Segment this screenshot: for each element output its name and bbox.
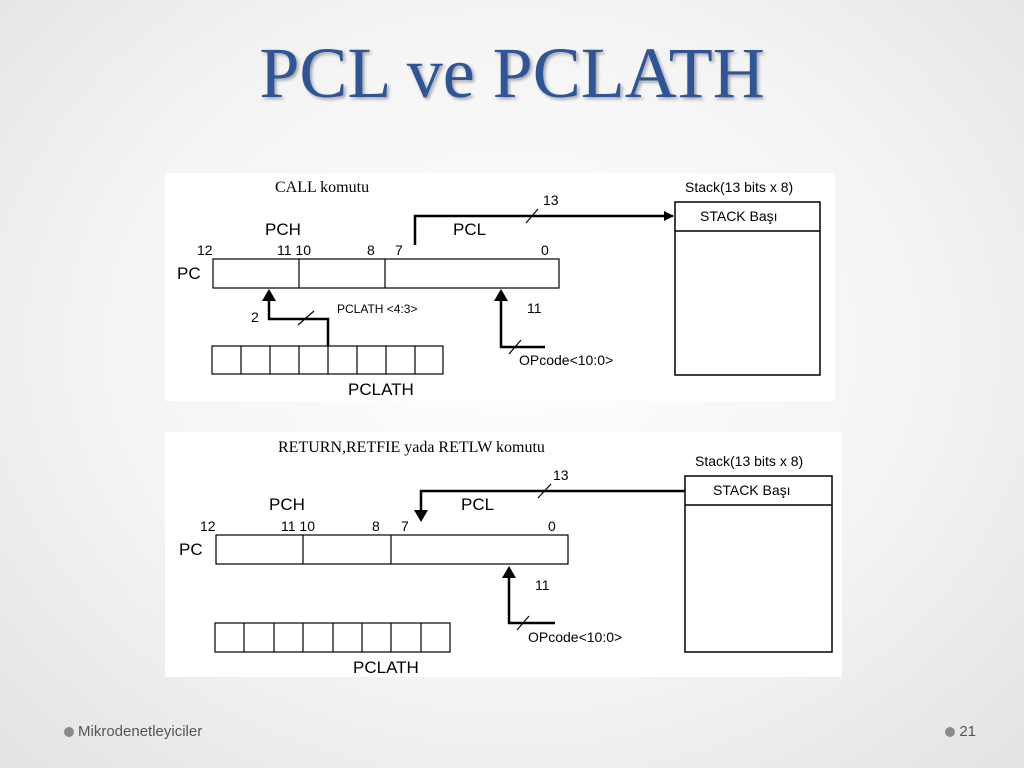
bit-11-10-label: 11 10 bbox=[281, 518, 315, 534]
bit-8-label: 8 bbox=[372, 518, 380, 534]
bus-width-2: 2 bbox=[251, 309, 259, 325]
bus-slash-13 bbox=[537, 483, 552, 499]
bit-0-label: 0 bbox=[548, 518, 556, 534]
bus-slash-11 bbox=[516, 615, 530, 631]
stack-to-pcl-arrow bbox=[419, 489, 685, 512]
stack-top-label: STACK Başı bbox=[700, 208, 778, 224]
stack-box bbox=[684, 475, 833, 653]
bullet-dot-icon bbox=[945, 726, 956, 737]
bit-8-label: 8 bbox=[367, 242, 375, 258]
pc-register bbox=[215, 534, 569, 565]
opcode-to-pcl-arrow bbox=[507, 576, 555, 625]
stack-box bbox=[674, 201, 821, 376]
stack-size-label: Stack(13 bits x 8) bbox=[695, 453, 803, 469]
pclath-to-pch-arrow bbox=[267, 299, 330, 346]
bus-slash-13 bbox=[525, 208, 539, 224]
pcl-label: PCL bbox=[453, 220, 486, 239]
bit-0-label: 0 bbox=[541, 242, 549, 258]
stack-to-pcl-arrowhead bbox=[414, 510, 428, 522]
pch-label: PCH bbox=[265, 220, 301, 239]
opcode-label: OPcode<10:0> bbox=[519, 352, 613, 368]
opcode-to-pcl-arrow bbox=[499, 299, 545, 349]
pclath-label: PCLATH bbox=[348, 380, 414, 399]
pc-label: PC bbox=[179, 540, 203, 559]
call-diagram: CALL komutu Stack(13 bits x 8) STACK Baş… bbox=[165, 173, 835, 401]
opcode-to-pcl-arrowhead bbox=[502, 566, 516, 578]
bit-7-label: 7 bbox=[395, 242, 403, 258]
bus-width-13: 13 bbox=[543, 192, 559, 208]
pcl-to-stack-arrow bbox=[413, 211, 674, 245]
bit-7-label: 7 bbox=[401, 518, 409, 534]
pcl-label: PCL bbox=[461, 495, 494, 514]
pclath-bits-label: PCLATH <4:3> bbox=[337, 302, 417, 316]
opcode-label: OPcode<10:0> bbox=[528, 629, 622, 645]
bit-12-label: 12 bbox=[200, 518, 216, 534]
bus-width-13: 13 bbox=[553, 467, 569, 483]
pclath-register bbox=[211, 345, 444, 375]
call-heading: CALL komutu bbox=[275, 179, 369, 196]
return-heading: RETURN,RETFIE yada RETLW komutu bbox=[278, 439, 545, 456]
pc-register bbox=[212, 258, 560, 289]
bus-width-11: 11 bbox=[527, 300, 542, 316]
footer-course: Mikrodenetleyiciler bbox=[64, 723, 202, 740]
bus-width-11: 11 bbox=[535, 577, 550, 593]
stack-size-label: Stack(13 bits x 8) bbox=[685, 179, 793, 195]
bus-slash-2 bbox=[297, 310, 315, 326]
pclath-label: PCLATH bbox=[353, 658, 419, 677]
pch-label: PCH bbox=[269, 495, 305, 514]
return-diagram: RETURN,RETFIE yada RETLW komutu Stack(13… bbox=[165, 432, 842, 677]
pclath-to-pch-arrowhead bbox=[262, 289, 276, 301]
bus-slash-11 bbox=[508, 339, 522, 355]
page-number: 21 bbox=[959, 723, 976, 740]
pc-label: PC bbox=[177, 264, 201, 283]
footer-course-label: Mikrodenetleyiciler bbox=[78, 723, 203, 740]
slide-title: PCL ve PCLATH bbox=[259, 33, 765, 113]
pclath-register bbox=[214, 622, 451, 653]
footer-page: 21 bbox=[945, 723, 976, 740]
bit-12-label: 12 bbox=[197, 242, 213, 258]
opcode-to-pcl-arrowhead bbox=[494, 289, 508, 301]
stack-top-label: STACK Başı bbox=[713, 482, 791, 498]
bullet-dot-icon bbox=[64, 726, 74, 737]
bit-11-10-label: 11 10 bbox=[277, 242, 311, 258]
